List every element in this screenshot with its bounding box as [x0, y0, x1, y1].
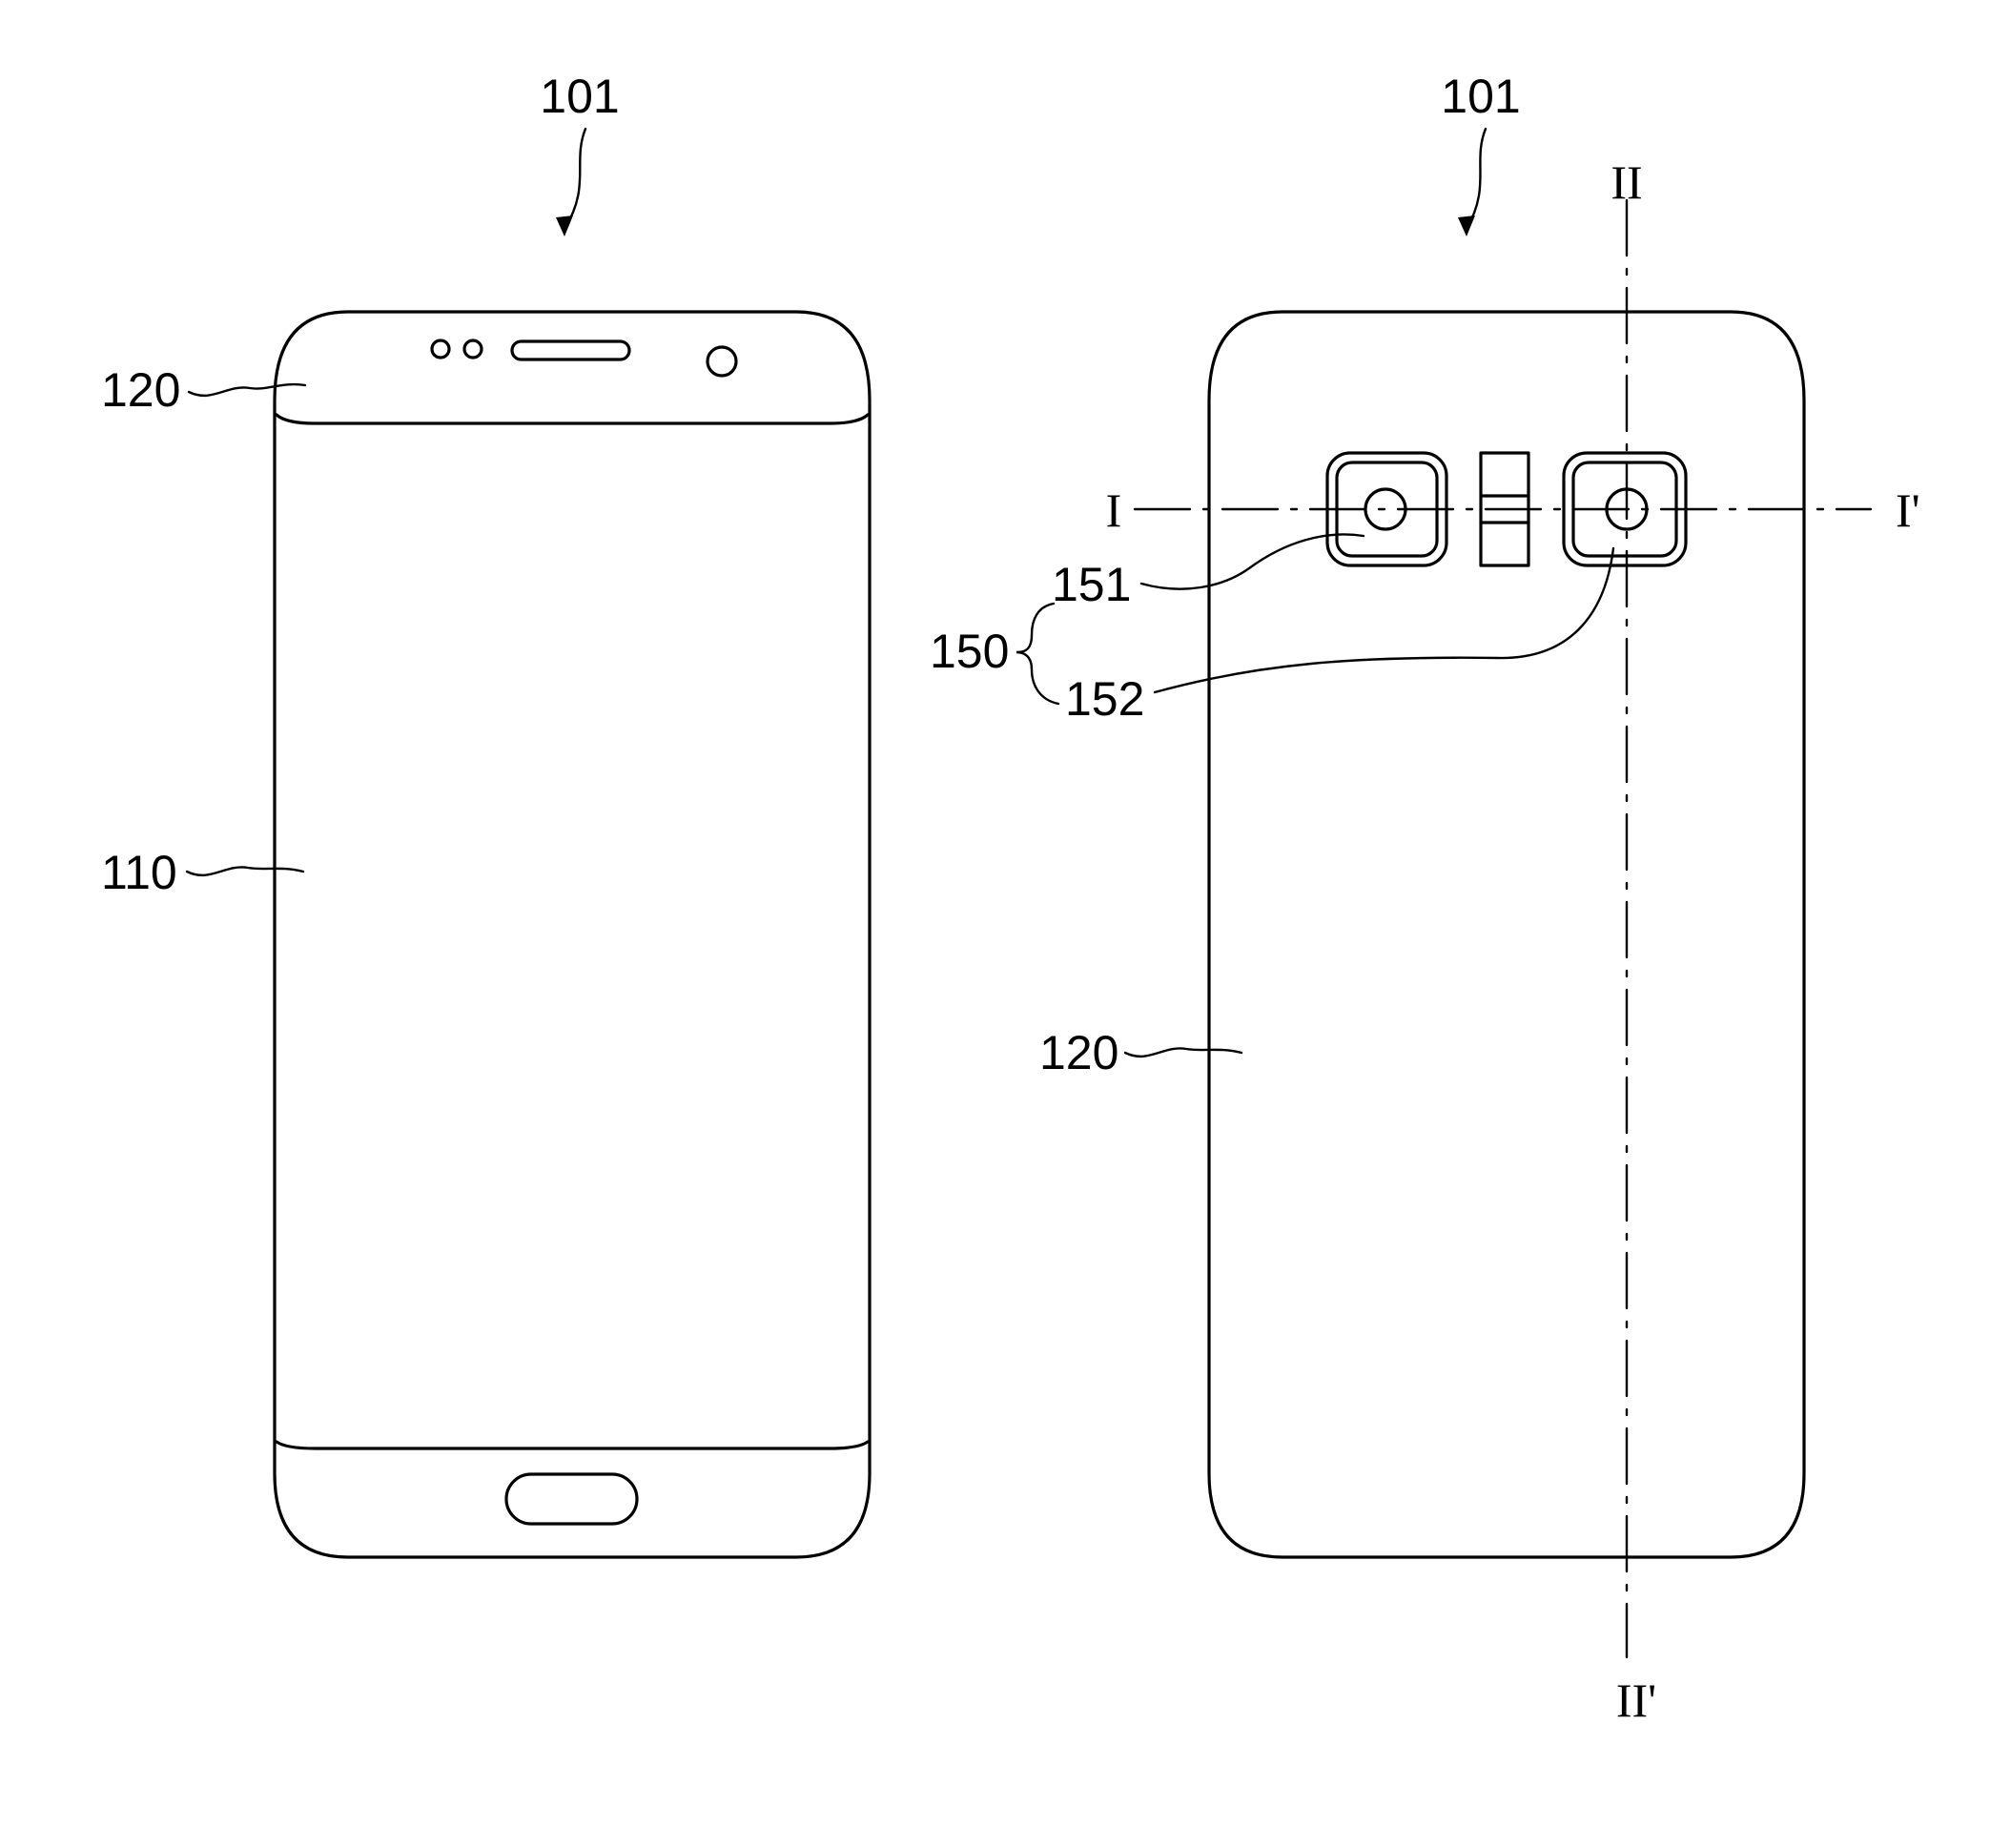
second-camera-leader [1155, 548, 1613, 692]
first-camera-label: 151 [1052, 558, 1131, 611]
front-reference-arrow [564, 129, 585, 229]
section-horizontal-start-label: I [1106, 483, 1122, 537]
section-vertical-end-label: II' [1616, 1673, 1656, 1727]
front-view: 101 120 110 [101, 70, 870, 1557]
front-sensor-icon [432, 340, 449, 358]
front-edge-label: 120 [101, 363, 180, 417]
front-bottom-edge-line [277, 1442, 868, 1448]
front-home-button-icon [506, 1474, 637, 1524]
rear-phone-outline [1209, 312, 1804, 1557]
front-reference-label: 101 [540, 70, 619, 123]
camera-module-label: 150 [930, 625, 1009, 678]
second-camera-label: 152 [1065, 672, 1144, 726]
front-speaker-icon [512, 341, 629, 359]
rear-view: 101 I I' II II' 150 151 152 120 [930, 70, 1920, 1727]
front-arrowhead-icon [556, 216, 573, 236]
rear-cover-leader [1125, 1048, 1241, 1056]
section-horizontal-end-label: I' [1896, 483, 1920, 537]
front-display-label: 110 [101, 846, 177, 899]
rear-arrowhead-icon [1458, 216, 1475, 236]
front-phone-outline [275, 312, 870, 1557]
front-top-edge-line [277, 415, 868, 423]
front-display-leader [187, 867, 303, 874]
first-camera-leader [1141, 534, 1364, 588]
rear-cover-label: 120 [1039, 1026, 1118, 1079]
front-sensor-icon [464, 340, 482, 358]
section-vertical-start-label: II [1610, 155, 1642, 209]
front-camera-icon [708, 347, 736, 376]
rear-reference-arrow [1467, 129, 1486, 229]
front-edge-leader [189, 384, 305, 396]
rear-reference-label: 101 [1441, 70, 1520, 123]
camera-module-brace [1016, 604, 1058, 704]
